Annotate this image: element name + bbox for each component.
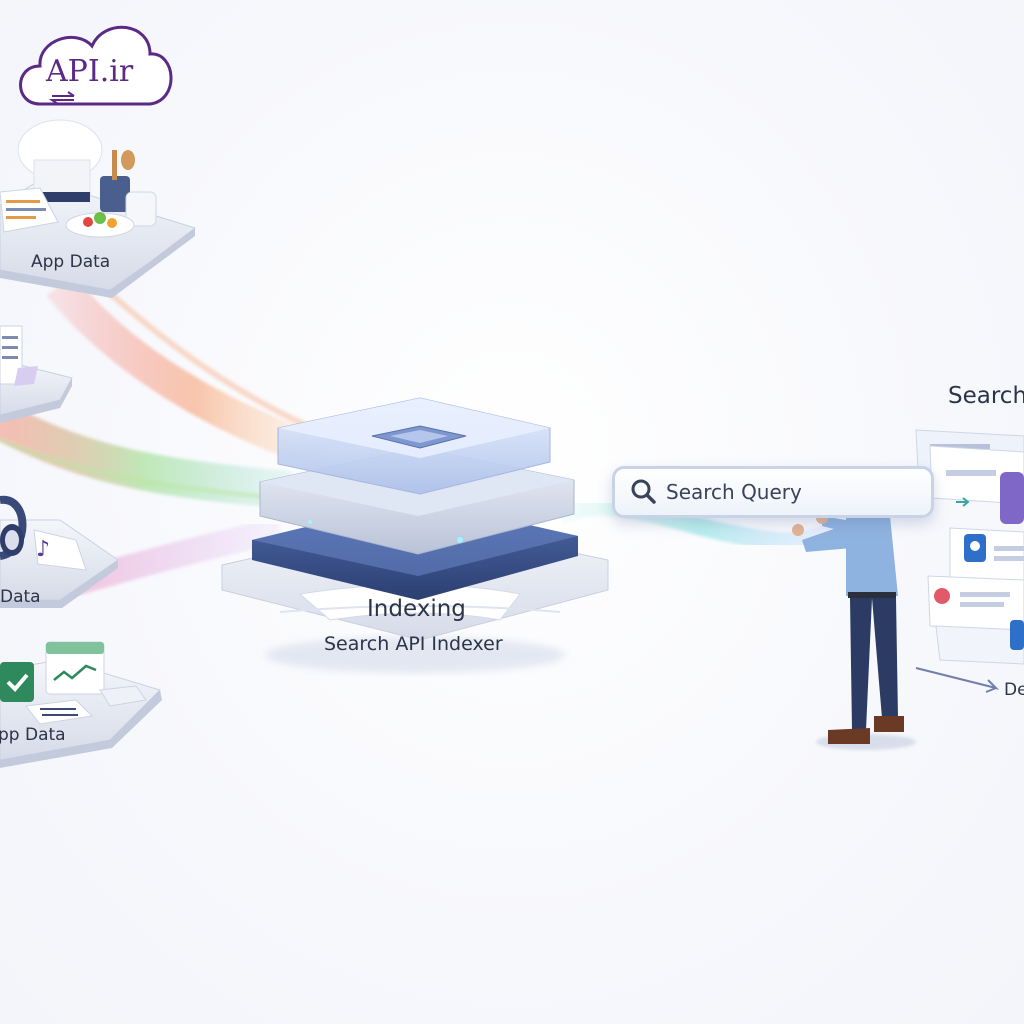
indexer-stack <box>221 397 609 673</box>
app-data-platform-2 <box>0 325 73 423</box>
indexer-subtitle: Search API Indexer <box>324 633 503 655</box>
app-data-label-4: pp Data <box>0 725 66 745</box>
app-data-label-1: App Data <box>31 252 111 272</box>
app-data-platform-4 <box>0 641 162 768</box>
search-results-title: Search <box>948 383 1024 409</box>
indexing-title: Indexing <box>367 596 466 622</box>
details-label: De <box>1004 680 1024 700</box>
search-query-text: Search Query <box>666 480 802 504</box>
cloud-logo-icon <box>19 25 173 106</box>
app-data-label-3: Data <box>0 587 41 607</box>
search-results-cards <box>915 429 1024 693</box>
search-icon <box>631 479 656 504</box>
api-ir-logo-text: API.ir <box>46 54 134 89</box>
data-flow-green <box>0 403 301 509</box>
app-data-platform-3: ♪ <box>0 495 119 608</box>
search-query-bar[interactable] <box>612 466 934 518</box>
app-data-platform-1 <box>0 119 197 298</box>
svg-text:♪: ♪ <box>36 537 50 562</box>
person-figure <box>792 479 916 750</box>
